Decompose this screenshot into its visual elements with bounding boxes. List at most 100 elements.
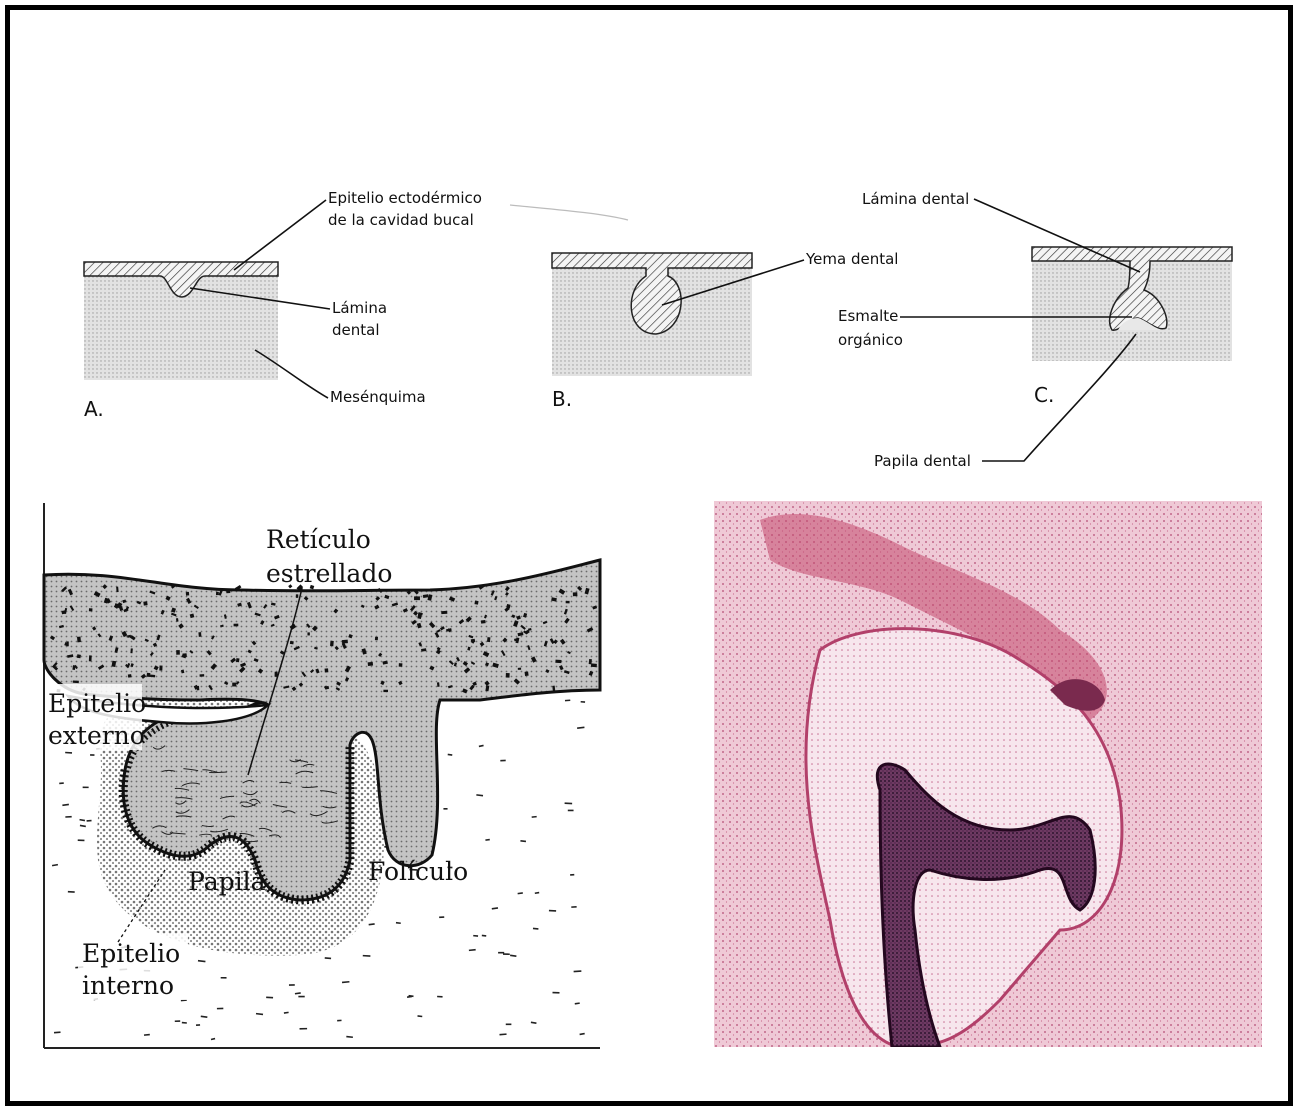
label-lamina-a-line2: dental [332, 321, 380, 339]
mesenchyme-dot [211, 1039, 215, 1040]
mesenchyme-dot [181, 1000, 187, 1001]
mesenchyme-dot [407, 996, 412, 997]
mesenchyme-dot [346, 1037, 353, 1038]
epithelial-cell [368, 662, 373, 666]
epithelial-cell [89, 655, 92, 661]
epithelial-cell [525, 671, 529, 676]
mesenchyme-dot [485, 840, 489, 841]
epithelial-cell [290, 641, 294, 644]
mesenchyme-dot [448, 754, 453, 755]
label-epitelio-ectodermico-line1: Epitelio ectodérmico [328, 189, 482, 207]
epithelial-cell [128, 674, 132, 678]
epithelial-cell [487, 637, 490, 642]
epithelial-cell [186, 592, 189, 596]
mesenchyme-dot [575, 1003, 580, 1004]
epithelial-cell [566, 601, 570, 603]
stray-mark [510, 205, 628, 220]
epithelial-cell [234, 624, 239, 627]
panel-c-diagram: C. Lámina dental Esmalte orgánico Papila… [838, 190, 1232, 470]
epithelial-cell [375, 637, 378, 641]
mesenchyme-dot [54, 1032, 60, 1033]
label-reticulo-line2: estrellado [266, 559, 392, 588]
mesenchyme-dot [342, 982, 349, 983]
epithelial-cell [143, 601, 147, 605]
leader-epitelio [234, 200, 326, 270]
label-epitelio-externo-line1: Epitelio [48, 689, 146, 718]
label-papila: Papila [188, 867, 266, 896]
epithelial-cell [383, 690, 388, 692]
label-foliculo: Folículo [368, 857, 468, 886]
panel-b-letter: B. [552, 387, 572, 411]
label-epitelio-interno-line1: Epitelio [82, 939, 180, 968]
mesenchyme-dot [295, 993, 301, 994]
reticulum-strand [209, 772, 227, 773]
panel-c-letter: C. [1034, 383, 1054, 407]
epithelial-cell [77, 637, 81, 643]
epithelial-cell [325, 668, 329, 672]
epithelial-cell [77, 654, 81, 658]
label-epitelio-interno-line2: interno [82, 971, 174, 1000]
label-esmalte-line2: orgánico [838, 331, 903, 349]
epithelial-cell [198, 632, 201, 637]
mesenchyme-dot [144, 1035, 150, 1036]
mesenchyme-dot [476, 795, 483, 796]
epithelial-cell [414, 596, 420, 600]
epithelial-cell [589, 659, 592, 664]
label-epitelio-externo-line2: externo [48, 721, 145, 750]
epithelial-cell [399, 663, 403, 667]
epithelial-cell [506, 673, 510, 678]
mesenchyme-dot [418, 1016, 423, 1017]
epithelial-cell [130, 648, 132, 653]
mesenchyme-dot [577, 727, 584, 728]
epithelial-cell [216, 592, 219, 595]
epithelial-cell [471, 639, 475, 643]
mesenchyme-dot [580, 1034, 585, 1035]
mesenchyme-dot [574, 971, 582, 972]
epithelial-cell [555, 660, 561, 663]
epithelial-cell [89, 608, 93, 611]
epithelial-cell [232, 683, 236, 687]
label-yema-dental: Yema dental [805, 250, 898, 268]
epithelial-cell [591, 663, 597, 667]
label-mesenquima: Mesénquima [330, 388, 426, 406]
epithelial-cell [330, 641, 334, 647]
mesenchyme-dot [80, 820, 85, 821]
label-lamina-a-line1: Lámina [332, 299, 387, 317]
mesenchyme-dot [201, 1016, 208, 1017]
epithelial-cell [176, 650, 180, 655]
epithelial-cell [437, 682, 440, 687]
epithelial-cell [441, 611, 447, 614]
mesenchyme-dot [532, 817, 537, 818]
epithelial-cell [236, 658, 240, 662]
mesenchyme-dot [518, 893, 523, 894]
mesenchyme-dot [535, 893, 539, 894]
label-lamina-c: Lámina dental [862, 190, 969, 208]
epithelial-cell [481, 620, 486, 624]
mesenchyme-dot [284, 1012, 289, 1013]
label-reticulo-line1: Retículo [266, 525, 371, 554]
epithelial-cell [226, 590, 230, 593]
epithelial-cell [474, 601, 478, 605]
epithelial-cell [296, 594, 298, 597]
mesenchyme-dot [52, 865, 58, 866]
mesenchyme-dot [396, 923, 401, 924]
epithelial-cell [573, 592, 578, 596]
mesenchyme-dot [469, 950, 476, 951]
epithelial-cell [147, 673, 151, 677]
mesenchyme-dot [80, 825, 86, 826]
epithelial-cell [307, 632, 309, 635]
label-papila-dental: Papila dental [874, 452, 971, 470]
panel-a-diagram: A. Epitelio ectodérmico de la cavidad bu… [84, 189, 482, 421]
mesenchyme-dot [325, 958, 331, 959]
epithelial-cell [73, 680, 79, 683]
mesenchyme-dot [492, 908, 498, 909]
epithelial-cell [342, 640, 348, 644]
mesenchyme-dot [479, 745, 484, 746]
histology-photo [714, 501, 1262, 1047]
panel-a-letter: A. [84, 397, 104, 421]
mesenchyme-dot [62, 804, 68, 805]
mesenchyme-dot [198, 961, 205, 962]
mesenchyme-dot [520, 841, 526, 842]
mesenchyme-dot [369, 924, 375, 925]
